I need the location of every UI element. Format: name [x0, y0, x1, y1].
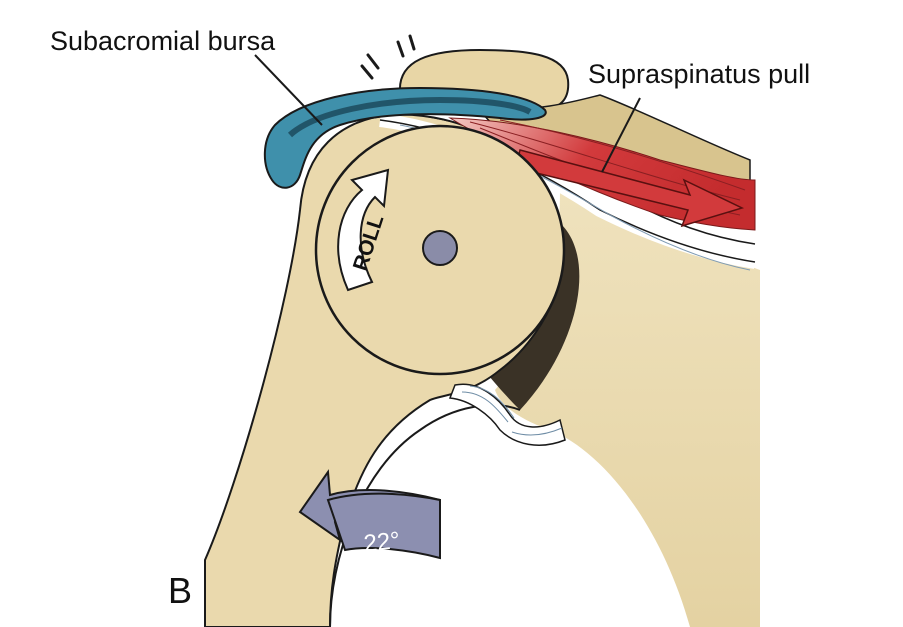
inferior-capsule-fibres: [461, 385, 563, 436]
supraspinatus-pull-arrow: [515, 149, 745, 228]
rotation-center-dot: [422, 230, 458, 266]
roll-arrow: [337, 168, 390, 292]
bursa-leader-line: [254, 54, 323, 126]
rotation-arrow-body: [326, 492, 441, 560]
angle-label: 22°: [362, 527, 401, 558]
impingement-marks: [360, 34, 416, 80]
bursa-inner: [287, 96, 532, 138]
pull-leader-line: [601, 97, 641, 173]
subacromial-bursa-label: Subacromial bursa: [50, 26, 276, 56]
panel-label: B: [168, 570, 192, 611]
supraspinatus-pull-label: Supraspinatus pull: [588, 59, 810, 89]
inferior-capsule: [448, 383, 566, 446]
